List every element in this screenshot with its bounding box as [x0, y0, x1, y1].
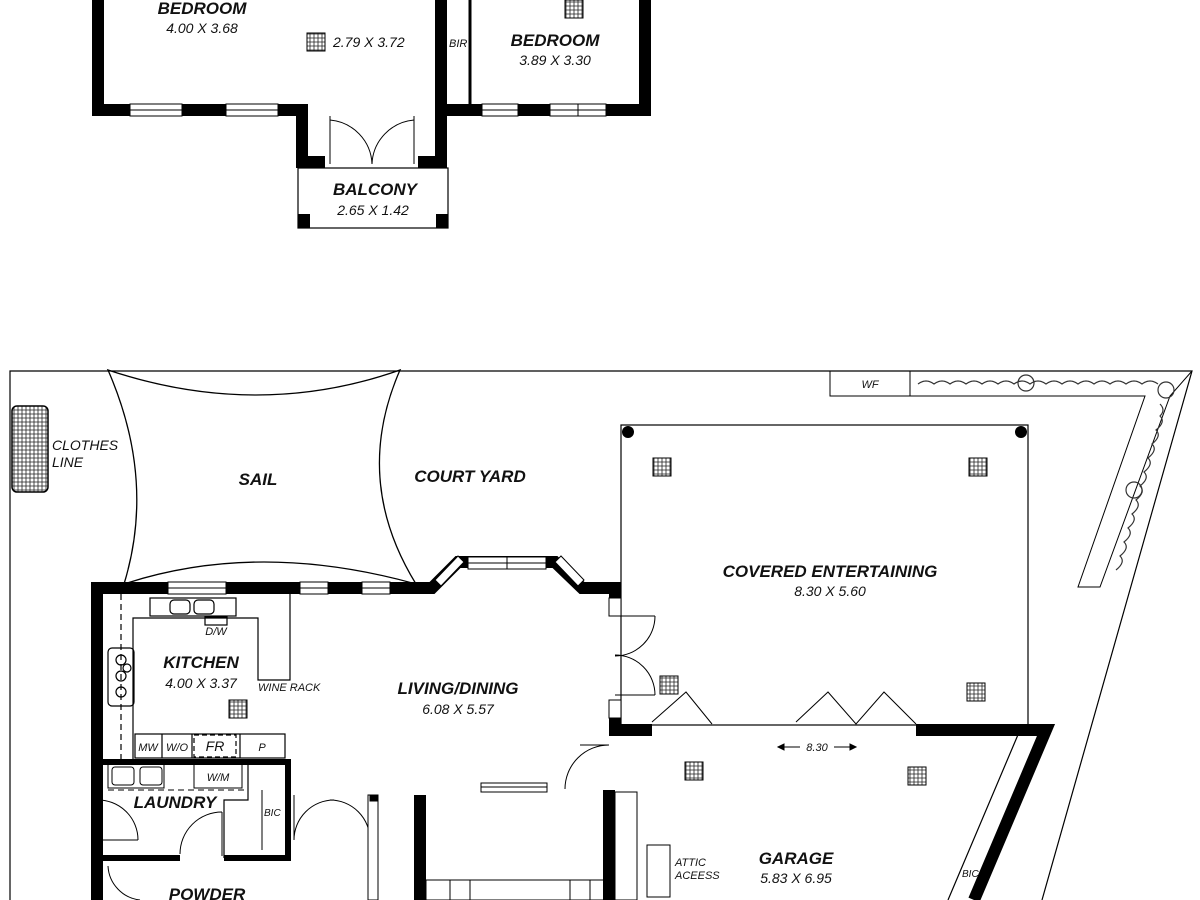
shrubs-icon — [917, 374, 1175, 571]
light-icon — [684, 761, 704, 781]
bedroom-light-icon — [564, 0, 584, 19]
wo-label: W/O — [166, 742, 188, 754]
balcony-doors — [329, 116, 415, 165]
bedroom-1-dims: 4.00 X 3.68 — [166, 20, 238, 36]
upper-windows — [129, 103, 607, 117]
sail-label: SAIL — [239, 470, 278, 489]
ensuite-dims: 2.79 X 3.72 — [332, 34, 405, 50]
light-icon — [966, 682, 986, 702]
court-yard-label: COURT YARD — [414, 467, 525, 486]
mw-label: MW — [138, 742, 159, 754]
wine-rack-label: WINE RACK — [258, 682, 321, 694]
pantry-row — [134, 733, 286, 759]
covered-entertaining-label: COVERED ENTERTAINING — [723, 562, 938, 581]
light-icon — [652, 457, 672, 477]
bir-label: BIR — [449, 38, 467, 50]
kitchen-label: KITCHEN — [163, 653, 239, 672]
light-icon — [968, 457, 988, 477]
bay-window — [434, 555, 585, 587]
entry — [293, 782, 607, 900]
bedroom-2-label: BEDROOM — [511, 31, 601, 50]
balcony-outline — [297, 167, 449, 229]
wf-label: WF — [861, 379, 879, 391]
covered-entertaining-outline — [620, 424, 1029, 726]
kitchen-light-icon — [228, 699, 248, 719]
clothes-line-label-2: LINE — [52, 454, 84, 470]
ground-floor: WF CLOTHES LINE SAIL COURT YARD COVERED … — [9, 368, 1193, 900]
ensuite-light-icon — [306, 32, 326, 52]
site-boundary — [9, 370, 1193, 900]
fr-label: FR — [206, 738, 225, 754]
clothes-line-icon — [11, 405, 49, 493]
entertaining-doors — [564, 615, 917, 790]
powder-label: POWDER — [169, 885, 246, 900]
light-icon — [907, 766, 927, 786]
laundry-walls — [96, 759, 291, 900]
balcony-label: BALCONY — [333, 180, 419, 199]
kitchen-dims: 4.00 X 3.37 — [165, 675, 238, 691]
light-icon — [659, 675, 679, 695]
kitchen-joinery — [107, 594, 291, 760]
bic-laundry-label: BIC — [264, 808, 281, 819]
bedroom-1-label: BEDROOM — [158, 0, 248, 18]
living-dining-label: LIVING/DINING — [398, 679, 519, 698]
bic-garage-label: BIC — [962, 869, 979, 880]
p-label: P — [258, 742, 266, 754]
light-fittings — [652, 457, 988, 786]
upper-floor-walls — [92, 0, 651, 168]
covered-entertaining-dims: 8.30 X 5.60 — [794, 583, 866, 599]
dw-label: D/W — [205, 626, 228, 638]
bedroom-2-dims: 3.89 X 3.30 — [519, 52, 591, 68]
clothes-line-label-1: CLOTHES — [52, 437, 119, 453]
ground-windows — [167, 581, 622, 719]
garden-bed — [910, 370, 1193, 588]
upper-floor: BEDROOM 4.00 X 3.68 2.79 X 3.72 BIR BEDR… — [92, 0, 651, 229]
balcony-dims: 2.65 X 1.42 — [336, 202, 409, 218]
garage-details — [614, 743, 858, 900]
laundry-label: LAUNDRY — [134, 793, 218, 812]
wm-label: W/M — [207, 772, 230, 784]
garage-dims: 5.83 X 6.95 — [760, 870, 832, 886]
living-dining-dims: 6.08 X 5.57 — [422, 701, 495, 717]
garage-width-label: 8.30 — [806, 742, 828, 754]
attic-label-2: ACEESS — [674, 870, 720, 882]
attic-label-1: ATTIC — [674, 857, 706, 869]
ground-floor-walls — [91, 556, 1056, 900]
garage-label: GARAGE — [759, 849, 834, 868]
